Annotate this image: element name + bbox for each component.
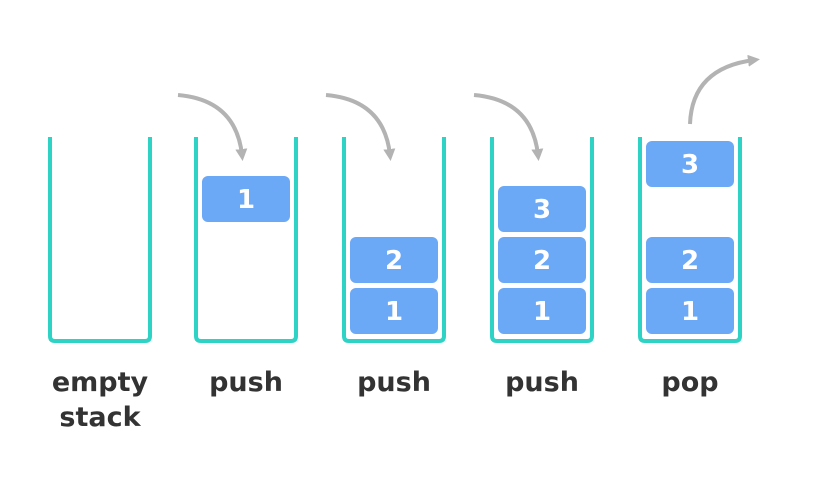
stack-block: 1 bbox=[202, 176, 290, 222]
popped-block: 3 bbox=[646, 141, 734, 187]
stack-block: 1 bbox=[350, 288, 438, 334]
stage-caption: push bbox=[357, 367, 431, 398]
svg-text:2: 2 bbox=[385, 246, 403, 276]
svg-text:1: 1 bbox=[681, 297, 699, 327]
push-arrow bbox=[177, 93, 248, 161]
svg-text:1: 1 bbox=[533, 297, 551, 327]
stack-block: 1 bbox=[498, 288, 586, 334]
stage-caption: push bbox=[209, 367, 283, 398]
push-arrow bbox=[325, 93, 396, 161]
stage-caption: push bbox=[505, 367, 579, 398]
svg-text:1: 1 bbox=[385, 297, 403, 327]
svg-text:2: 2 bbox=[533, 246, 551, 276]
svg-text:2: 2 bbox=[681, 246, 699, 276]
push-arrow bbox=[473, 93, 544, 161]
stack-container bbox=[48, 137, 152, 343]
stage-push-3: 1 2 3 push bbox=[473, 93, 594, 398]
svg-text:3: 3 bbox=[681, 150, 699, 180]
stage-pop: 3 1 2 pop bbox=[638, 54, 760, 398]
stack-container bbox=[342, 137, 446, 343]
stage-empty-stack: empty stack bbox=[48, 137, 152, 433]
stage-caption: stack bbox=[59, 402, 141, 433]
stack-block: 2 bbox=[350, 237, 438, 283]
stack-block: 1 bbox=[646, 288, 734, 334]
pop-arrow bbox=[688, 54, 760, 125]
stage-push-1: 1 push bbox=[177, 93, 298, 398]
stack-block: 2 bbox=[646, 237, 734, 283]
stack-container bbox=[194, 137, 298, 343]
stage-caption: empty bbox=[52, 367, 149, 398]
stack-block: 2 bbox=[498, 237, 586, 283]
stage-caption: pop bbox=[661, 367, 718, 398]
svg-text:1: 1 bbox=[237, 185, 255, 215]
svg-text:3: 3 bbox=[533, 195, 551, 225]
stack-block: 3 bbox=[498, 186, 586, 232]
stack-container bbox=[490, 137, 594, 343]
stage-push-2: 1 2 push bbox=[325, 93, 446, 398]
stack-container bbox=[638, 137, 742, 343]
